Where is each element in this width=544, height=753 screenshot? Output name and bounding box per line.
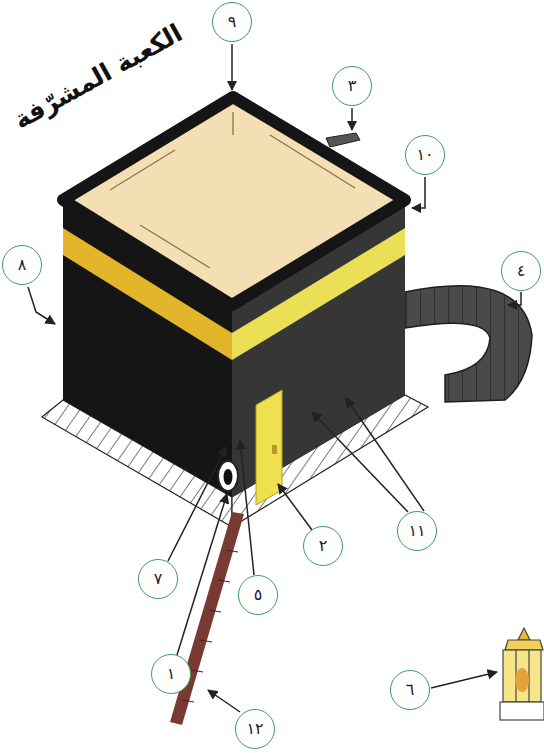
callout-circle: ١٠ xyxy=(405,135,445,175)
callout-circle: ٧ xyxy=(138,559,178,599)
callout-number: ٧ xyxy=(154,571,163,587)
callout-number: ١١ xyxy=(408,523,425,539)
door-lock xyxy=(272,445,277,454)
callout-circle: ٣ xyxy=(332,66,372,106)
callout-number: ١٢ xyxy=(246,721,263,737)
callout-number: ٣ xyxy=(348,78,357,94)
callout-circle: ٤ xyxy=(501,251,541,291)
callout-circle: ١١ xyxy=(397,511,437,551)
black-stone xyxy=(224,469,233,485)
mizab xyxy=(326,133,360,147)
black-stone-frame xyxy=(218,461,238,491)
callout-circle: ٩ xyxy=(212,2,252,42)
callout-circle: ٨ xyxy=(2,245,42,285)
callout-number: ٩ xyxy=(228,14,237,30)
diagram-title: الكعبة المشرّفة xyxy=(9,18,187,134)
callout-number: ١ xyxy=(167,666,176,682)
callout-number: ٥ xyxy=(254,587,263,603)
hatim-wall xyxy=(405,286,532,402)
door xyxy=(256,390,282,505)
lamp xyxy=(500,628,544,720)
start-line xyxy=(170,512,244,725)
callout-circle: ٢ xyxy=(303,526,343,566)
callout-circle: ٦ xyxy=(390,670,430,710)
roof-lines xyxy=(110,112,355,268)
callout-circle: ١ xyxy=(151,654,191,694)
callout-circle: ٥ xyxy=(238,575,278,615)
callout-number: ٢ xyxy=(319,538,328,554)
callout-number: ٦ xyxy=(406,682,415,698)
callout-circle: ١٢ xyxy=(235,709,275,749)
callout-number: ٤ xyxy=(517,263,526,279)
leader-lines xyxy=(28,44,521,712)
roof xyxy=(63,97,405,305)
callout-number: ١٠ xyxy=(416,147,433,163)
callout-number: ٨ xyxy=(18,257,27,273)
